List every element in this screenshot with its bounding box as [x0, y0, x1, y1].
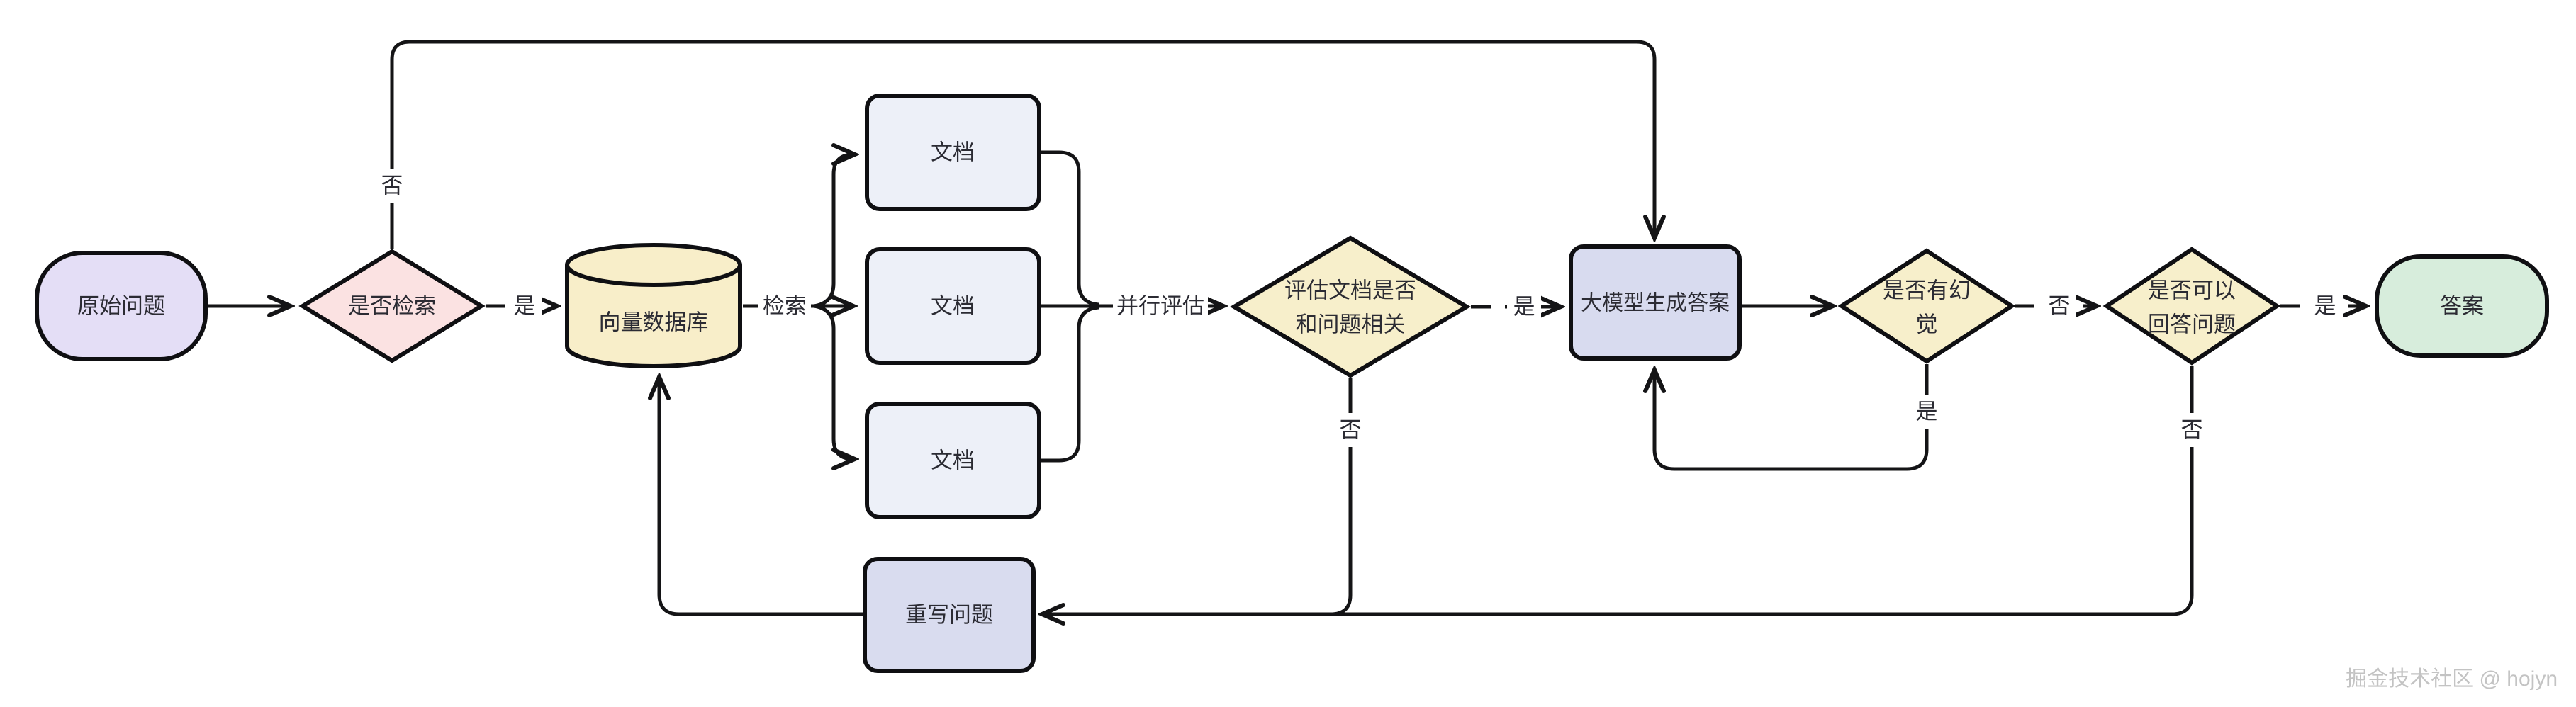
edge-fork-to-doc3 [813, 304, 855, 459]
edge-doc3-merge [1039, 305, 1099, 463]
edge-fork-to-doc1 [813, 154, 855, 308]
label-bg [2175, 413, 2209, 447]
node-label: 答案 [2440, 294, 2484, 319]
llm-rect-shape [1569, 244, 1742, 361]
decision-diamond-shape [1837, 248, 2016, 364]
label-bg [2308, 289, 2342, 323]
node-rewrite-question: 重写问题 [863, 557, 1036, 673]
edges [206, 40, 2366, 616]
node-document-2: 文档 [865, 247, 1041, 365]
edge-label-hallucination-no: 否 [2049, 294, 2071, 319]
node-label: 文档 [931, 448, 975, 473]
label-bg [1113, 289, 1208, 323]
cylinder-body-shape [565, 265, 742, 368]
watermark-text: 掘金技术社区 @ hojyn [2346, 667, 2558, 691]
answer-pill-shape [2375, 254, 2549, 358]
edge-answerable-no-down [1331, 366, 2194, 616]
edge-label-answerable-yes: 是 [2314, 294, 2336, 319]
node-retrieve-decision: 是否检索 [298, 249, 486, 363]
decision-diamond-shape [2102, 247, 2281, 366]
edge-label-hallucination-yes: 是 [1916, 400, 1938, 424]
node-label-line1: 评估文档是否 [1284, 278, 1416, 303]
node-label: 向量数据库 [599, 310, 709, 335]
edge-label-relevant-yes: 是 [1513, 295, 1535, 319]
node-answer: 答案 [2375, 254, 2549, 358]
node-label-line2: 回答问题 [2148, 312, 2236, 337]
node-label: 重写问题 [905, 603, 993, 628]
doc-rect-shape [865, 247, 1041, 365]
decision-diamond-shape [1230, 235, 1471, 378]
node-llm-generate-answer: 大模型生成答案 [1569, 244, 1742, 361]
node-label: 文档 [931, 294, 975, 319]
node-original-question: 原始问题 [35, 251, 208, 361]
node-label: 文档 [931, 140, 975, 165]
label-bg [758, 289, 811, 323]
label-bg [508, 289, 542, 323]
edge-hallucination-yes-loop [1654, 364, 1929, 471]
node-label-line2: 和问题相关 [1296, 312, 1406, 337]
rewrite-rect-shape [863, 557, 1036, 673]
cylinder-top-shape [565, 243, 742, 287]
node-vector-database: 向量数据库 [565, 243, 742, 368]
doc-rect-shape [865, 94, 1041, 211]
node-relevance-decision: 评估文档是否 和问题相关 [1230, 235, 1471, 378]
node-label-line2: 觉 [1916, 312, 1938, 337]
node-document-1: 文档 [865, 94, 1041, 211]
label-bg [1507, 290, 1541, 324]
node-label-line1: 是否有幻 [1883, 278, 1971, 303]
nodes: 原始问题 是否检索 向量数据库 文档 文档 文档 评估文档是否 [35, 94, 2549, 673]
edge-label-retrieve-yes: 是 [514, 294, 536, 319]
node-hallucination-decision: 是否有幻 觉 [1837, 248, 2016, 364]
edge-doc1-merge [1039, 150, 1099, 307]
node-label: 是否检索 [348, 294, 436, 319]
edge-label-search: 检索 [763, 294, 807, 319]
edge-rewrite-to-vectordb [659, 377, 865, 616]
label-bg [1910, 395, 1944, 429]
label-bg [1333, 413, 1367, 447]
edge-retrieve-no-to-llm [390, 40, 1654, 249]
node-label: 大模型生成答案 [1581, 292, 1730, 315]
node-label-line1: 是否可以 [2148, 278, 2236, 303]
edge-label-retrieve-no: 否 [381, 174, 403, 198]
start-pill-shape [35, 251, 208, 361]
node-document-3: 文档 [865, 402, 1041, 519]
node-answerable-decision: 是否可以 回答问题 [2102, 247, 2281, 366]
edge-labels: 否 是 检索 并行评估 是 否 否 是 是 否 [375, 169, 2342, 447]
node-label: 原始问题 [77, 294, 165, 319]
edge-label-parallel-eval: 并行评估 [1116, 294, 1204, 319]
label-bg [375, 169, 409, 203]
decision-diamond-shape [298, 249, 486, 363]
edge-label-relevant-no: 否 [1340, 418, 1362, 443]
edge-label-answerable-no: 否 [2181, 418, 2203, 443]
doc-rect-shape [865, 402, 1041, 519]
label-bg [2042, 289, 2076, 323]
